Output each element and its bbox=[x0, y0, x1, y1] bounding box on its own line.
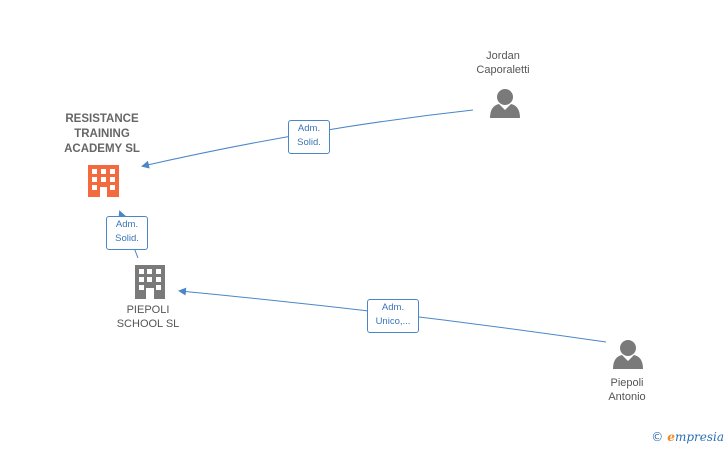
edge-label-adm-unico: Adm. Unico,... bbox=[367, 299, 419, 333]
edge-label-adm-solid: Adm. Solid. bbox=[288, 120, 330, 154]
person-icon[interactable] bbox=[490, 89, 520, 118]
person-icon[interactable] bbox=[613, 340, 643, 369]
brand-initial: e bbox=[667, 430, 675, 444]
empresia-logo[interactable]: ©empresia bbox=[651, 430, 724, 444]
node-label-jordan-caporaletti[interactable]: Jordan Caporaletti bbox=[476, 50, 530, 76]
building-icon[interactable] bbox=[135, 265, 165, 299]
node-label-resistance-training-academy[interactable]: RESISTANCE TRAINING ACADEMY SL bbox=[64, 113, 140, 155]
copyright-icon: © bbox=[651, 430, 664, 444]
edge-label-adm-solid: Adm. Solid. bbox=[106, 216, 148, 250]
brand-name: mpresia bbox=[674, 430, 724, 444]
node-label-piepoli-school[interactable]: PIEPOLI SCHOOL SL bbox=[116, 304, 180, 330]
building-icon[interactable] bbox=[88, 165, 119, 197]
node-label-piepoli-antonio[interactable]: Piepoli Antonio bbox=[608, 377, 646, 403]
